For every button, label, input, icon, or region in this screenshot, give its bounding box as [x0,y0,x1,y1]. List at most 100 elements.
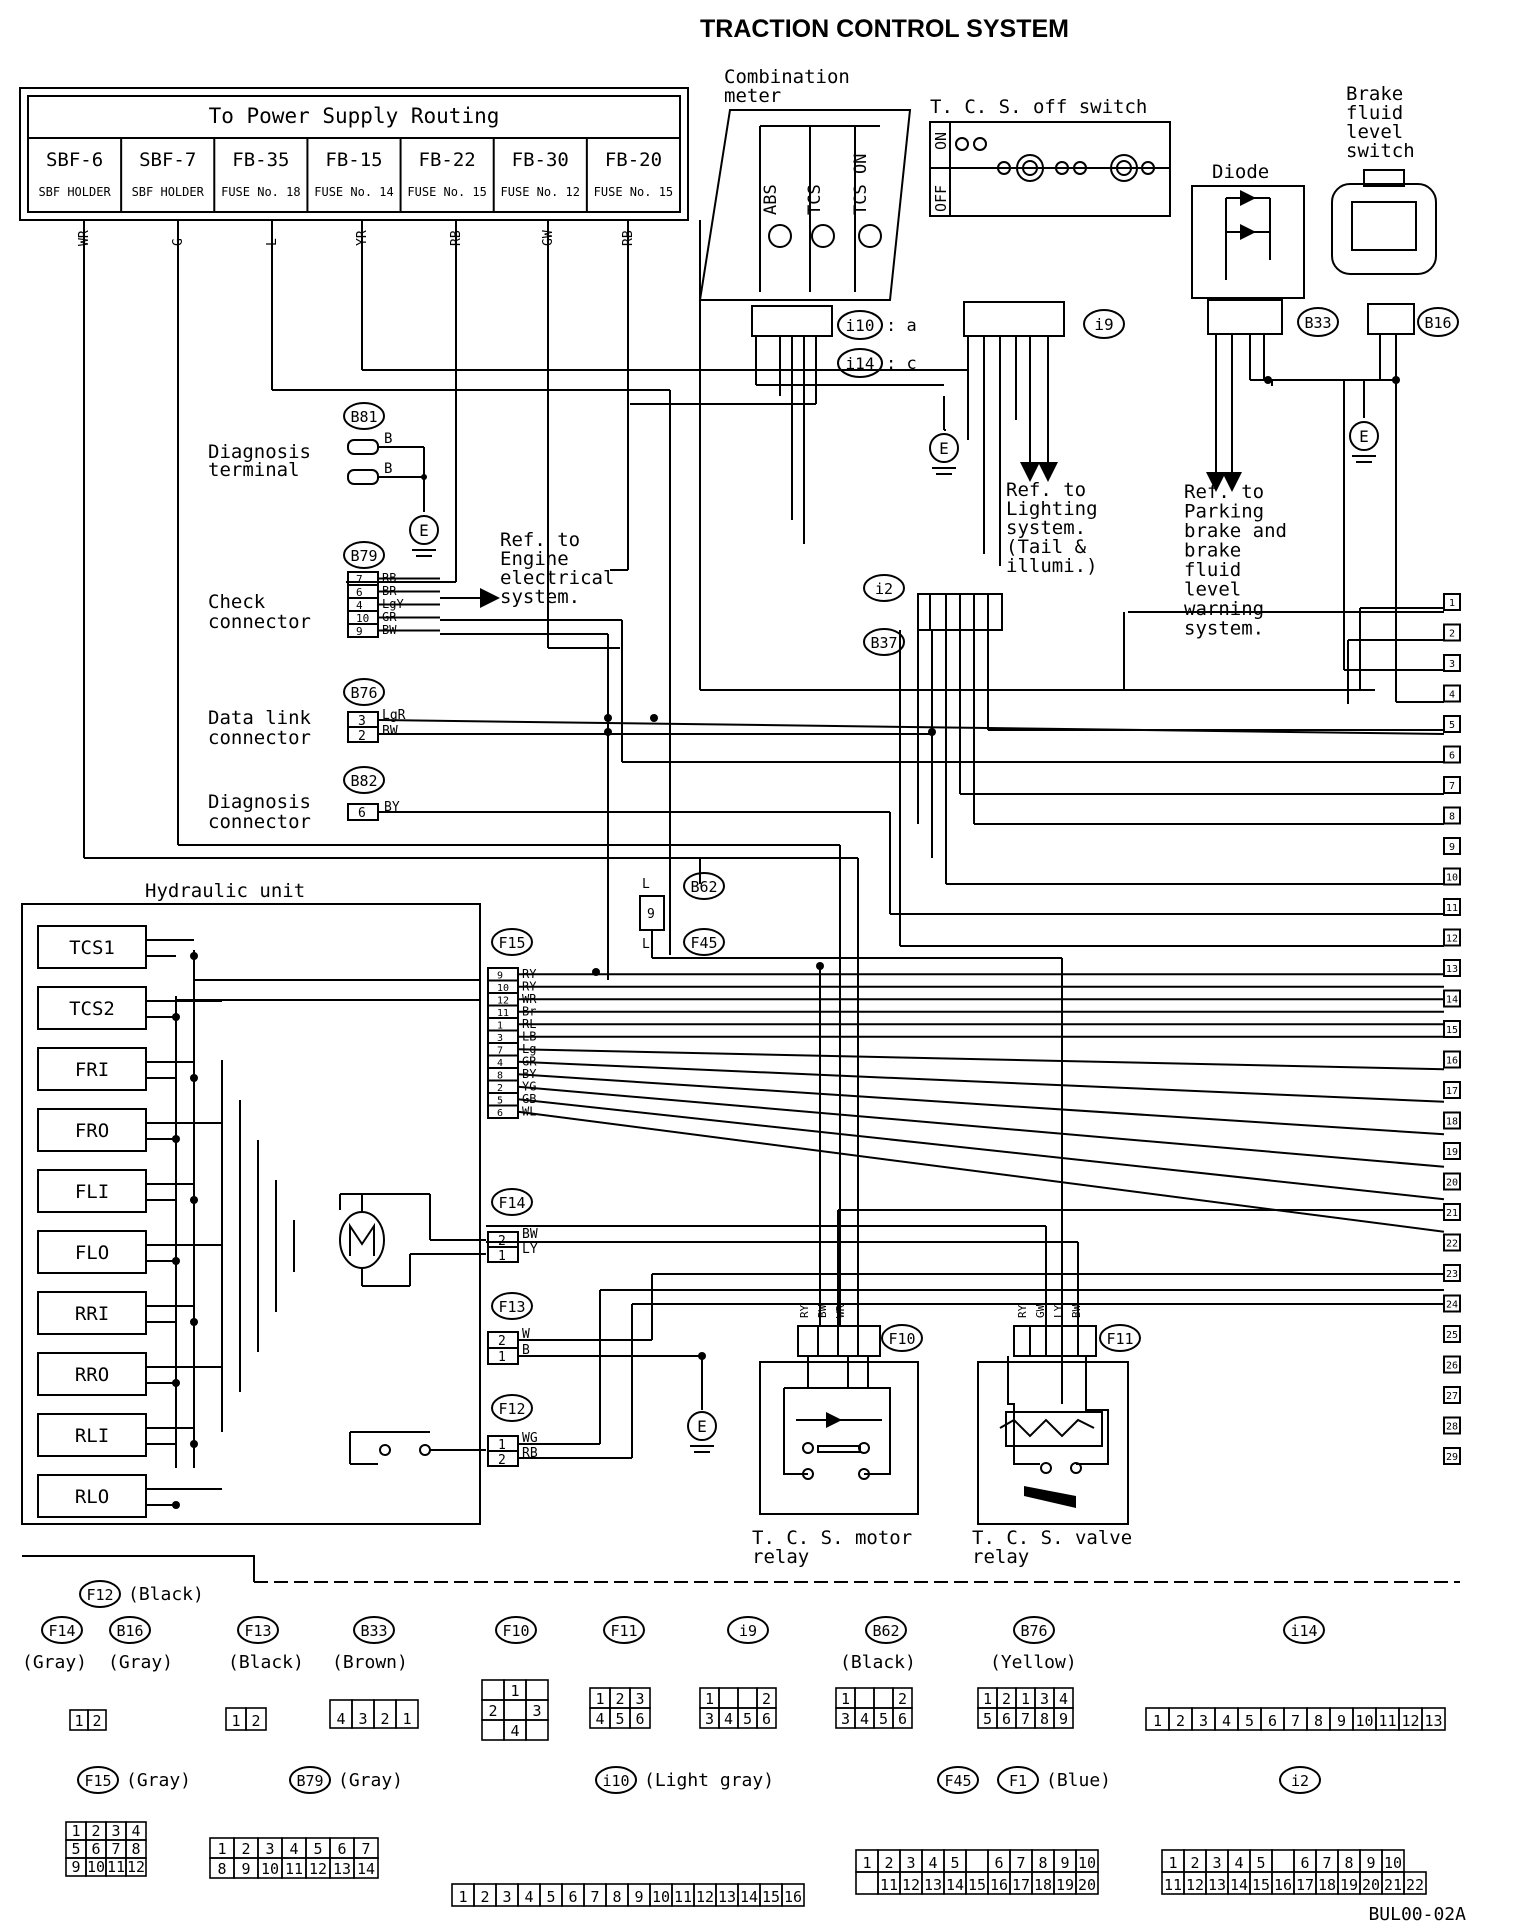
legend-pin-i14: 4 [1222,1712,1231,1730]
legend-i2: i2 [1291,1772,1309,1790]
b79-pin: 4 [356,599,363,612]
ref-lighting-line: Lighting [1006,498,1098,520]
wire-b81-2: B [384,461,392,477]
legend-pin-f15: 1 [71,1822,80,1840]
i2-b37-connector [917,593,1003,631]
legend-pin-b62: 3 [841,1710,850,1728]
legend-pin-i10: 14 [740,1888,758,1906]
ground-symbols [409,421,1379,1453]
legend-b79: B79 [296,1772,323,1790]
legend-pin-i14: 6 [1268,1712,1277,1730]
diag-terminal-label-2: terminal [208,459,300,481]
terminal-box [1443,806,1461,825]
terminal-box [1443,1172,1461,1191]
ground-label-2: E [1359,427,1369,446]
ref-parking-line: level [1184,579,1241,601]
legend-pin-i14: 2 [1176,1712,1185,1730]
power-col-sub: FUSE No. 15 [407,185,486,199]
terminal-number: 18 [1446,1117,1458,1128]
legend-pin-i10: 9 [634,1888,643,1906]
terminal-box [1443,593,1461,611]
valve-label: RLI [75,1425,109,1447]
valve-label: RRI [75,1303,109,1325]
f14-connector-ref: F14 [491,1188,533,1216]
junction-dots [592,376,1400,1360]
check-conn-label-1: Check [208,591,266,613]
legend-pin-i14: 1 [1153,1712,1162,1730]
ref-parking-line: Parking [1184,501,1264,523]
valve-box [37,1413,147,1457]
legend-pin-b62: 5 [879,1710,888,1728]
svg-text:F45: F45 [690,934,717,952]
check-conn-label-2: connector [208,611,311,633]
legend-pin-f45: 14 [946,1876,964,1894]
terminal-number: 28 [1446,1422,1458,1433]
power-col-name: FB-22 [419,149,476,171]
f12-pin-block [487,1435,519,1467]
legend-pin-b79: 13 [333,1860,351,1878]
f15-pin: 1 [497,1021,503,1032]
svg-text:F11: F11 [1106,1330,1133,1348]
legend-pin-f45: 2 [884,1854,893,1872]
b79-wire: RB [382,571,396,585]
b79-pin: 10 [356,612,369,625]
legend-pin-i2: 4 [1234,1854,1243,1872]
power-col-sub: FUSE No. 15 [594,185,673,199]
legend-pin-i10: 8 [612,1888,621,1906]
legend-pin-f15: 10 [87,1858,105,1876]
legend-pin-f45: 20 [1078,1876,1096,1894]
terminal-number: 2 [1449,629,1455,640]
power-col-sub: FUSE No. 12 [501,185,580,199]
legend-pin-f45: 5 [950,1854,959,1872]
legend-pin-i2: 1 [1168,1854,1177,1872]
legend-pin-f15: 6 [91,1840,100,1858]
ref-engine-line: Engine [500,548,569,570]
brake-switch-label-1: Brake [1346,83,1403,105]
legend-pin-b79: 12 [309,1860,327,1878]
legend-color: (Black) [228,1652,304,1673]
legend-pin-b76: 7 [1021,1710,1030,1728]
terminal-number: 10 [1446,873,1458,884]
legend-code: F13 [244,1622,271,1640]
legend-pin-b79: 11 [285,1860,303,1878]
terminal-box [1443,654,1461,672]
valve-box [37,925,147,969]
legend-pin-b33: 4 [336,1710,345,1728]
f15-pin: 12 [497,996,509,1007]
valve-box [37,1352,147,1396]
terminal-number: 29 [1446,1452,1458,1463]
legend-pin-f15: 7 [111,1840,120,1858]
b62-pin: 9 [647,907,655,922]
b76-pin-block [347,711,379,743]
legend-code: F14 [48,1622,75,1640]
legend-pin-b62: 4 [860,1710,869,1728]
hydraulic-switch [349,1431,486,1465]
terminal-box [1443,1447,1461,1465]
terminal-number: 26 [1446,1361,1458,1372]
legend-pin-i2: 13 [1208,1876,1226,1894]
f12-connector-ref: F12 [491,1394,533,1422]
f10-wire: RY [798,1304,811,1318]
terminal-box [1443,1355,1461,1374]
legend-pin-f45: 7 [1016,1854,1025,1872]
svg-text:i10: i10 [846,316,875,335]
legend-pin-f14: 2 [92,1712,101,1730]
hydraulic-unit-label: Hydraulic unit [145,880,305,902]
terminal-box [1443,837,1461,855]
legend-pin-f14: 1 [74,1712,83,1730]
legend-pin-f45: 13 [924,1876,942,1894]
terminal-box [1443,1020,1461,1038]
ref-parking-line: fluid [1184,559,1241,581]
legend-code: B33 [360,1622,387,1640]
legend-pin-i2: 6 [1300,1854,1309,1872]
terminal-box [1443,745,1461,764]
right-terminal-column: 1234567891011121314151617181920212223242… [1443,593,1461,1465]
valve-label: TCS1 [69,937,115,959]
f10-label-2: relay [752,1546,809,1568]
abs-lamp-label: ABS [761,184,781,215]
legend-color: (Yellow) [990,1652,1077,1673]
ref-parking-line: Ref. to [1184,481,1264,503]
